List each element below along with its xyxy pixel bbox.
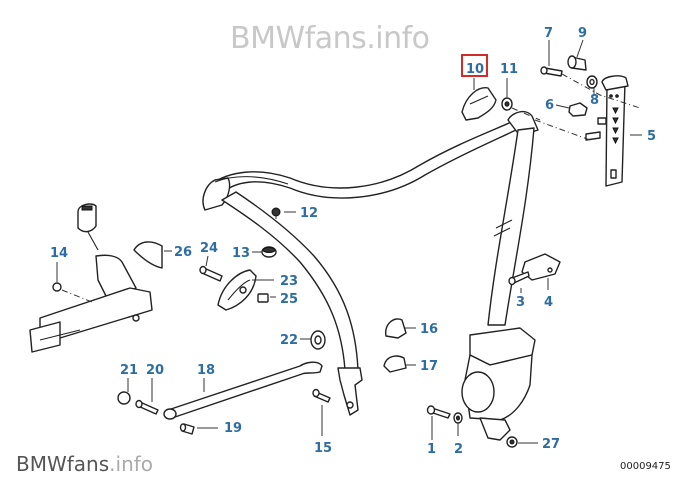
leader-lines xyxy=(56,39,642,444)
callout-1[interactable]: 1 xyxy=(427,442,436,457)
nut-11[interactable] xyxy=(501,97,513,111)
callout-9[interactable]: 9 xyxy=(578,26,587,41)
plug-12[interactable] xyxy=(271,207,281,219)
vertical-belt-strap[interactable] xyxy=(487,110,539,326)
callout-12[interactable]: 12 xyxy=(300,206,318,221)
callout-22[interactable]: 22 xyxy=(280,333,298,348)
nut-21[interactable] xyxy=(117,391,131,405)
callout-21[interactable]: 21 xyxy=(120,363,138,378)
callout-24[interactable]: 24 xyxy=(200,241,218,256)
callout-16[interactable]: 16 xyxy=(420,322,438,337)
watermark-top: BMWfans.info xyxy=(230,21,430,56)
callout-15[interactable]: 15 xyxy=(314,441,332,456)
screw-3[interactable] xyxy=(508,271,530,286)
shoulder-belt-strap[interactable] xyxy=(202,117,525,211)
callout-18[interactable]: 18 xyxy=(197,363,215,378)
watermark-suffix: .info xyxy=(109,452,154,476)
bar-18[interactable] xyxy=(163,361,323,420)
callout-23[interactable]: 23 xyxy=(280,274,298,289)
spacer-22[interactable] xyxy=(310,330,326,350)
spacer-9[interactable] xyxy=(567,55,587,71)
callout-2[interactable]: 2 xyxy=(454,442,463,457)
callout-26[interactable]: 26 xyxy=(174,245,192,260)
highlight-box-part-10 xyxy=(461,54,488,77)
buckle-assembly[interactable] xyxy=(29,203,153,353)
clip-25[interactable] xyxy=(257,293,269,303)
cover-26[interactable] xyxy=(133,241,163,269)
washer-27[interactable] xyxy=(506,436,518,448)
cover-6[interactable] xyxy=(568,102,588,117)
deflector-cover-10[interactable] xyxy=(461,87,497,121)
watermark-bottom: BMWfans.info xyxy=(16,452,153,476)
callout-19[interactable]: 19 xyxy=(224,421,242,436)
cover-16[interactable] xyxy=(385,318,407,339)
callout-13[interactable]: 13 xyxy=(232,246,250,261)
callout-5[interactable]: 5 xyxy=(647,129,656,144)
callout-4[interactable]: 4 xyxy=(544,295,553,310)
callout-8[interactable]: 8 xyxy=(590,93,599,108)
callout-3[interactable]: 3 xyxy=(516,295,525,310)
callout-7[interactable]: 7 xyxy=(544,26,553,41)
callout-17[interactable]: 17 xyxy=(420,359,438,374)
callout-27[interactable]: 27 xyxy=(542,437,560,452)
cover-23[interactable] xyxy=(217,269,257,311)
cap-13[interactable] xyxy=(261,246,277,258)
callout-20[interactable]: 20 xyxy=(146,363,164,378)
watermark-brand: BMWfans xyxy=(16,452,110,476)
nut-14[interactable] xyxy=(52,282,62,292)
assembly-line xyxy=(534,119,591,141)
washer-2[interactable] xyxy=(453,412,463,424)
assembly-line xyxy=(61,289,93,303)
callout-6[interactable]: 6 xyxy=(545,98,554,113)
lap-belt-strap[interactable] xyxy=(221,191,363,416)
bolt-20[interactable] xyxy=(135,399,159,415)
cover-17[interactable] xyxy=(383,355,407,373)
adjuster-bolt[interactable] xyxy=(585,117,607,141)
callout-10[interactable]: 10 xyxy=(466,62,484,77)
callout-25[interactable]: 25 xyxy=(280,292,298,307)
bolt-24[interactable] xyxy=(199,265,223,282)
bolt-7[interactable] xyxy=(540,66,563,77)
assembly-line xyxy=(511,107,541,121)
callout-11[interactable]: 11 xyxy=(500,62,518,77)
washer-8[interactable] xyxy=(586,75,598,89)
assembly-line xyxy=(561,73,641,109)
belt-retractor[interactable] xyxy=(461,327,536,441)
guide-4[interactable] xyxy=(521,253,561,281)
sleeve-19[interactable] xyxy=(179,423,195,435)
bolt-15[interactable] xyxy=(312,388,331,403)
callout-14[interactable]: 14 xyxy=(50,246,68,261)
height-adjuster-rail[interactable] xyxy=(601,75,629,187)
drawing-number: 00009475 xyxy=(620,461,671,472)
bolt-1[interactable] xyxy=(426,405,451,419)
